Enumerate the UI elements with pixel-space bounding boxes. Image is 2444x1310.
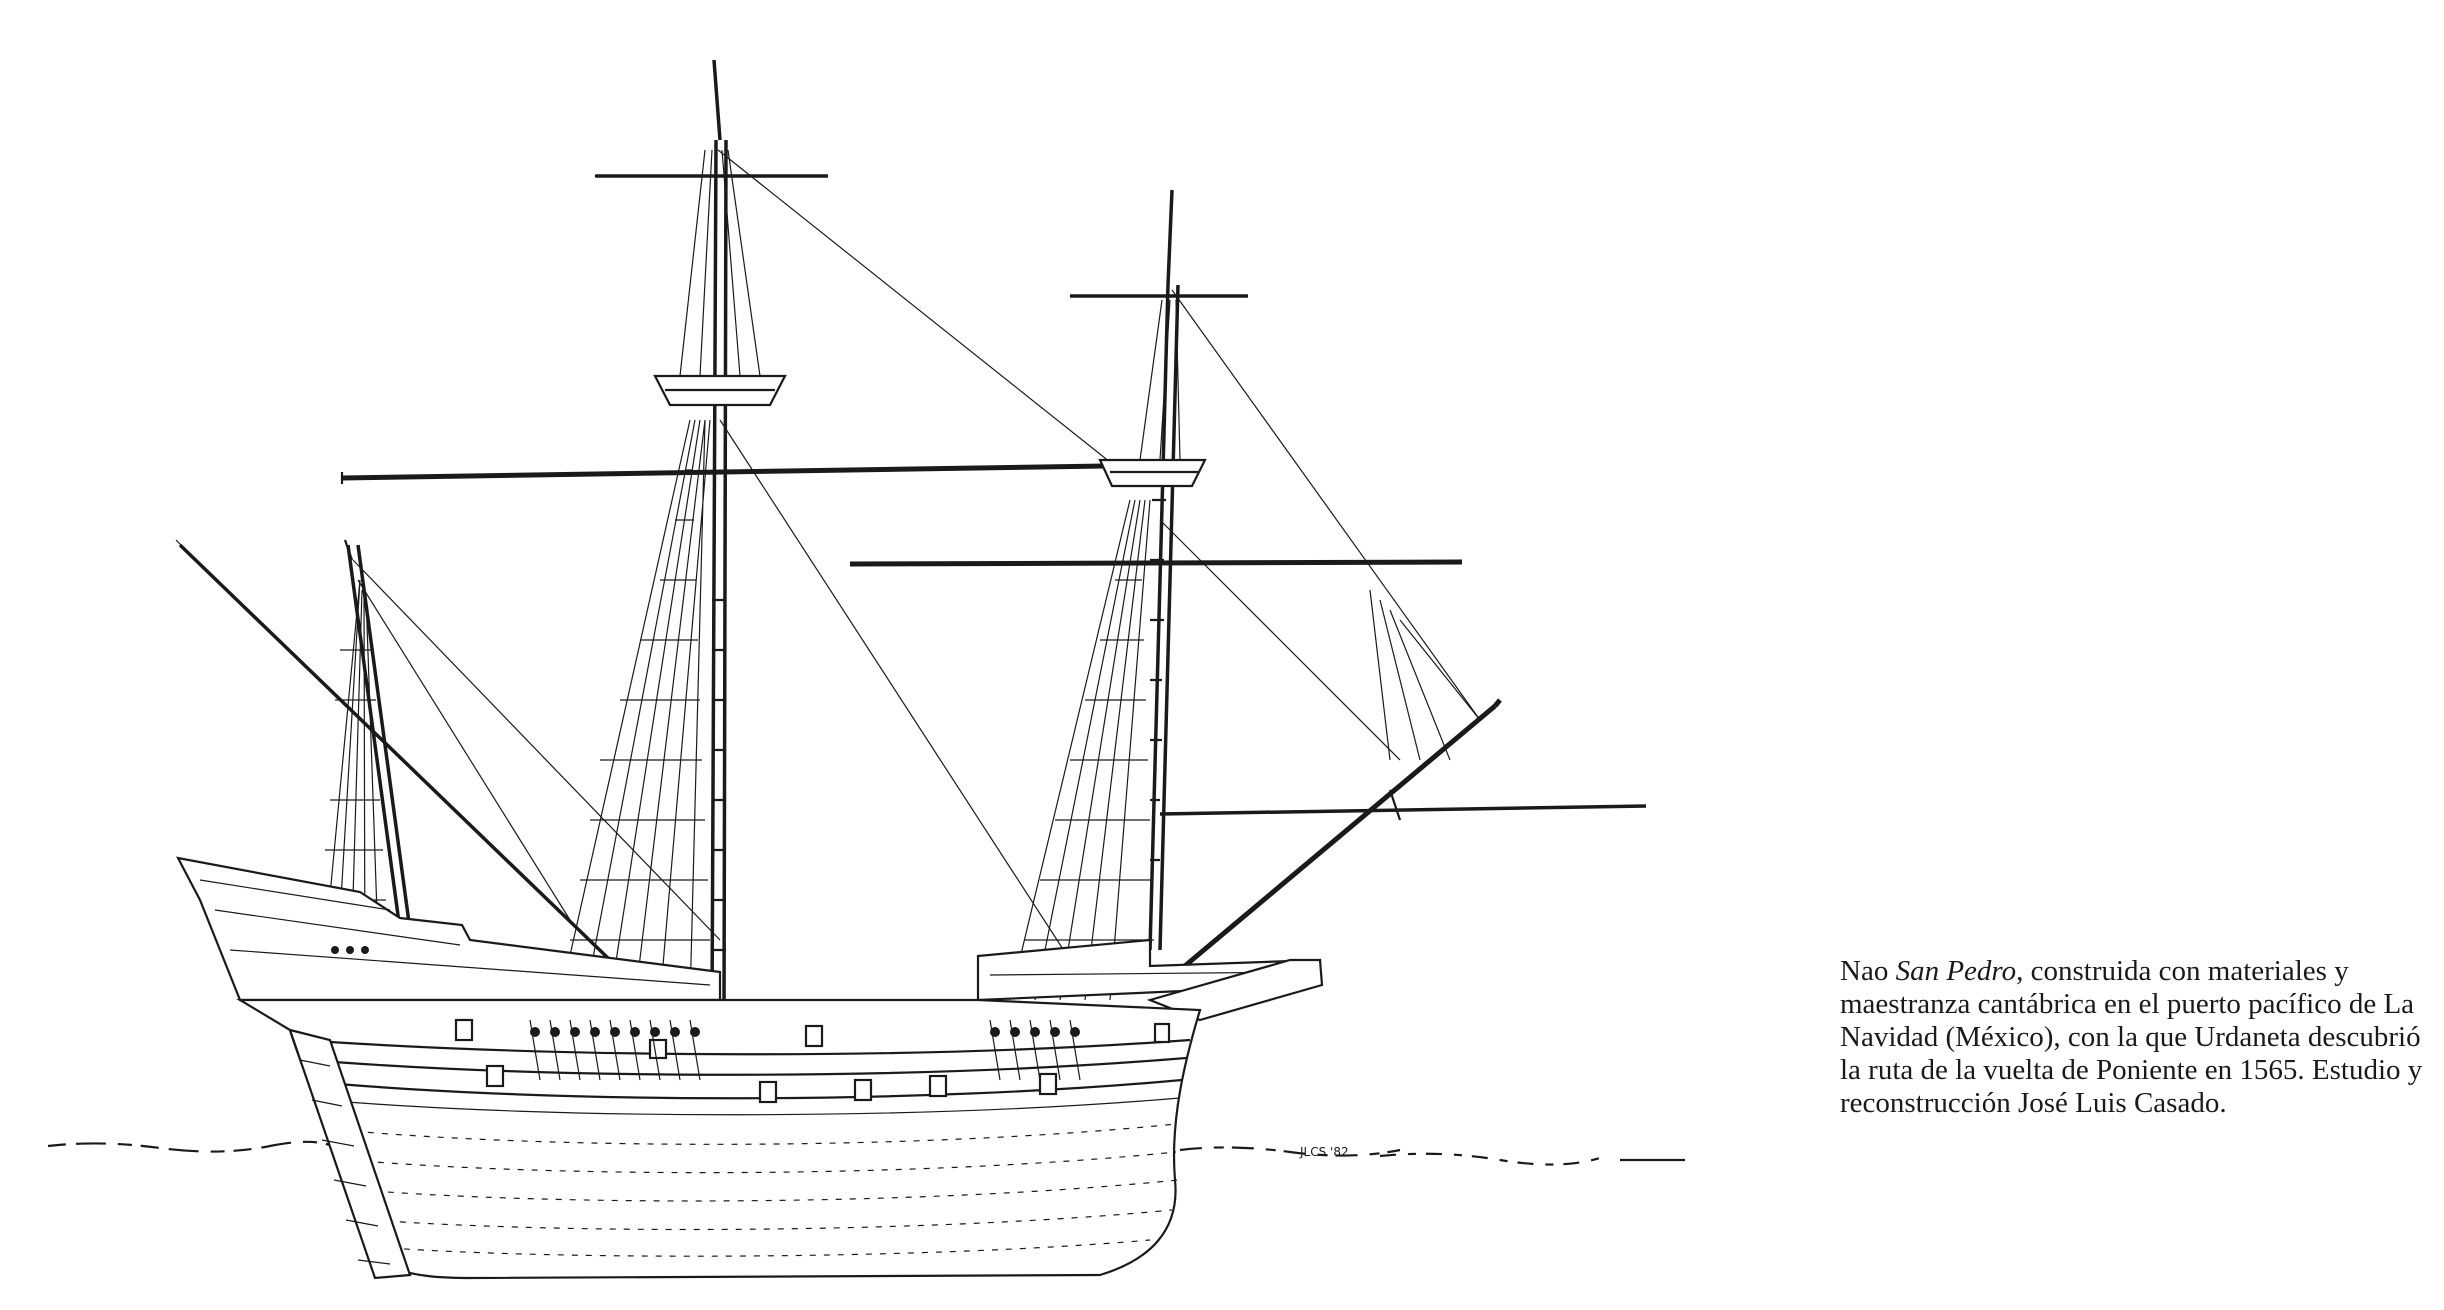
main-mast bbox=[340, 59, 1106, 1011]
caption-text: , construida con materiales y maestranza… bbox=[1840, 955, 2423, 1119]
mizzen-mast bbox=[319, 539, 412, 1001]
figure-caption: Nao San Pedro, construida con materiales… bbox=[1840, 955, 2430, 1120]
caption-prefix: Nao bbox=[1840, 955, 1896, 987]
caption-ship-name: San Pedro bbox=[1895, 955, 2017, 987]
hull bbox=[175, 856, 1324, 1280]
signature-mark: JLCS '82 bbox=[1299, 1145, 1349, 1159]
fore-mast bbox=[849, 189, 1463, 1001]
mizzen-lateen-yard bbox=[175, 539, 612, 962]
ship-illustration: JLCS '82 bbox=[47, 59, 1685, 1280]
water-line bbox=[47, 1140, 1685, 1166]
bowsprit bbox=[1159, 698, 1647, 972]
rigging bbox=[352, 149, 1481, 961]
